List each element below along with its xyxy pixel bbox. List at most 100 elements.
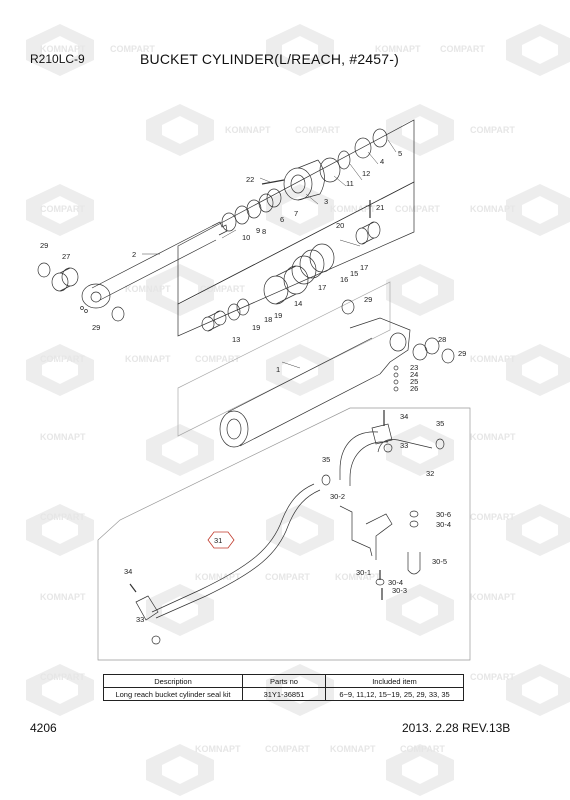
svg-text:COMPART: COMPART <box>470 672 515 682</box>
callout-18: 18 <box>264 315 272 324</box>
callout-30-4-lower: 30-4 <box>388 578 403 587</box>
piston-14 <box>263 265 309 305</box>
fittings-23-26 <box>393 365 399 392</box>
washer-30-6 <box>409 510 419 518</box>
callout-17b: 17 <box>318 283 326 292</box>
cell-included-item: 6~9, 11,12, 15~19, 25, 29, 33, 35 <box>325 687 464 701</box>
svg-text:KOMNAPT: KOMNAPT <box>470 204 516 214</box>
header-included-item: Included item <box>325 674 464 688</box>
seal-kit-table: Description Parts no Included item Long … <box>103 674 464 701</box>
callout-12: 12 <box>362 169 370 178</box>
callout-6: 6 <box>280 215 284 224</box>
callout-1: 1 <box>276 365 280 374</box>
table-row: Long reach bucket cylinder seal kit 31Y1… <box>103 687 464 701</box>
rod-cover <box>283 159 325 201</box>
seal-ring-11 <box>319 157 341 183</box>
svg-text:COMPART: COMPART <box>110 44 155 54</box>
ring-10 <box>221 212 237 232</box>
dust-seal-29-upper <box>341 299 355 315</box>
cell-description: Long reach bucket cylinder seal kit <box>103 687 243 701</box>
callout-28: 28 <box>438 335 446 344</box>
callout-16: 16 <box>340 275 348 284</box>
callout-4: 4 <box>380 157 384 166</box>
callout-35-pipe: 35 <box>322 455 330 464</box>
watermark-text: KOMNAPT COMPART KOMNAPT COMPART KOMNAPT … <box>40 44 516 754</box>
callout-17a: 17 <box>360 263 368 272</box>
callout-13: 13 <box>232 335 240 344</box>
dust-wiper-5 <box>372 128 388 148</box>
svg-text:KOMNAPT: KOMNAPT <box>375 44 421 54</box>
pipe-31 <box>151 483 315 613</box>
callout-33-lower: 33 <box>136 615 144 624</box>
ring-8 <box>266 188 282 208</box>
pipe-group-outline <box>97 407 471 661</box>
callout-5: 5 <box>398 149 402 158</box>
svg-text:COMPART: COMPART <box>470 125 515 135</box>
callout-32: 32 <box>426 469 434 478</box>
callout-29-upper: 29 <box>364 295 372 304</box>
callout-29-right: 29 <box>458 349 466 358</box>
callout-25: 25 <box>410 377 418 386</box>
svg-text:COMPART: COMPART <box>400 744 445 754</box>
svg-text:COMPART: COMPART <box>295 125 340 135</box>
callout-3: 3 <box>324 197 328 206</box>
piston-ring-17 <box>291 255 317 285</box>
callout-21: 21 <box>376 203 384 212</box>
svg-text:COMPART: COMPART <box>265 572 310 582</box>
svg-text:KOMNAPT: KOMNAPT <box>40 592 86 602</box>
callout-30-2: 30-2 <box>330 492 345 501</box>
leader-lines <box>142 139 397 369</box>
seal-ring-12 <box>337 150 351 170</box>
dust-seal-29-right <box>441 348 455 364</box>
page-title: BUCKET CYLINDER(L/REACH, #2457-) <box>140 51 399 67</box>
callout-33-upper: 33 <box>400 441 408 450</box>
svg-text:KOMNAPT: KOMNAPT <box>470 432 516 442</box>
cushion-ring-13 <box>201 310 227 332</box>
callout-31-hexagon: 31 <box>207 531 235 549</box>
nut-30-4-upper <box>409 520 419 528</box>
bushing-27 <box>51 267 79 292</box>
o-ring-33-lower <box>151 635 161 645</box>
flange-32 <box>371 423 393 445</box>
bolt-34-lower <box>129 583 137 593</box>
bushing-20 <box>355 221 381 245</box>
callout-19a: 19 <box>274 311 282 320</box>
piston-rod <box>80 221 228 313</box>
callout-30-6: 30-6 <box>436 510 451 519</box>
table-header-row: Description Parts no Included item <box>103 674 464 688</box>
svg-text:KOMNAPT: KOMNAPT <box>195 744 241 754</box>
callout-29-left: 29 <box>40 241 48 250</box>
dust-seal-29-rod <box>111 306 125 322</box>
u-bolt-30-5 <box>407 552 421 575</box>
piston-ring-16 <box>309 243 335 273</box>
callout-22: 22 <box>246 175 254 184</box>
callout-30-4-upper: 30-4 <box>436 520 451 529</box>
svg-text:KOMNAPT: KOMNAPT <box>40 44 86 54</box>
callout-30-5: 30-5 <box>432 557 447 566</box>
callout-27: 27 <box>62 252 70 261</box>
svg-text:COMPART: COMPART <box>440 44 485 54</box>
o-ring-35-upper <box>435 438 445 450</box>
callout-labels: 2 3 4 5 6 7 8 9 10 11 12 13 14 15 16 17 … <box>40 149 466 624</box>
seal-group-outline-middle <box>177 181 415 337</box>
svg-text:KOMNAPT: KOMNAPT <box>225 125 271 135</box>
callout-8: 8 <box>262 227 266 236</box>
svg-text:KOMNAPT: KOMNAPT <box>470 592 516 602</box>
o-ring-35-pipe <box>321 474 331 486</box>
svg-text:COMPART: COMPART <box>40 354 85 364</box>
callout-2: 2 <box>132 250 136 259</box>
bolt-22 <box>261 179 285 185</box>
callout-7: 7 <box>294 209 298 218</box>
svg-text:COMPART: COMPART <box>195 354 240 364</box>
callout-34-upper: 34 <box>400 412 408 421</box>
clamp-bracket-30-2 <box>339 505 393 560</box>
svg-text:COMPART: COMPART <box>470 512 515 522</box>
callout-31: 31 <box>214 536 222 545</box>
svg-text:KOMNAPT: KOMNAPT <box>125 354 171 364</box>
ring-19 <box>236 298 250 316</box>
svg-text:COMPART: COMPART <box>395 204 440 214</box>
callout-24: 24 <box>410 370 418 379</box>
cell-parts-no: 31Y1-36851 <box>242 687 326 701</box>
callout-34-lower: 34 <box>124 567 132 576</box>
